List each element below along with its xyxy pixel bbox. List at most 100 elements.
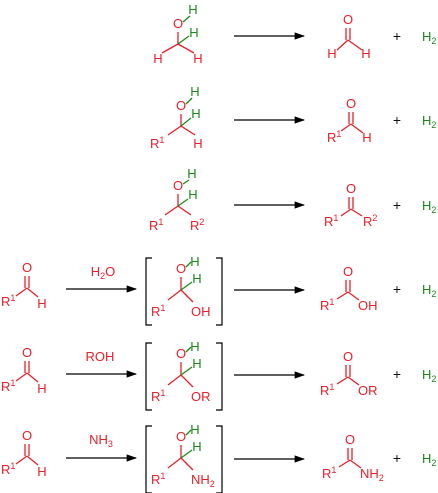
oxygen-label: O (22, 260, 32, 275)
c-n-bond (180, 457, 194, 471)
c-h-bond (350, 123, 364, 134)
c-h-bond (336, 39, 349, 51)
h-label: H (362, 130, 371, 145)
c-r1-bond (164, 205, 179, 216)
plus-sign: + (393, 281, 401, 297)
hydroxyl-h-label: H (187, 166, 196, 181)
c-h-bond (26, 287, 39, 298)
h-label: H (327, 46, 336, 61)
r2-label: R2 (363, 213, 377, 229)
oxygen-label: O (22, 428, 32, 443)
c-r-bond (340, 123, 352, 132)
alpha-c-h-bond (177, 198, 189, 207)
oxygen-label: O (343, 264, 353, 279)
c-r-bond (15, 287, 28, 297)
reagent-ammonia: NH3 (89, 432, 113, 449)
c-r-bond (167, 289, 182, 301)
nh2-label: NH2 (191, 472, 215, 489)
hemiacetal-intermediate: O H H R1 OR (145, 339, 223, 411)
row-4-aldehyde-to-carboxylic-acid: O R1 H H2O O H H R1 OH O (1, 254, 436, 326)
aldehyde-structure: O R1 H (327, 96, 372, 145)
c-oh-bond (347, 291, 360, 301)
h-label: H (37, 464, 46, 479)
aldehyde-reactant: O R1 H (1, 345, 47, 396)
alpha-c-h-bond (180, 117, 192, 127)
h-label: H (37, 296, 46, 311)
oxygen-label: O (346, 181, 356, 196)
or-label: OR (358, 383, 378, 398)
oh-label: OH (191, 304, 211, 319)
o-h-bond (185, 261, 192, 268)
plus-sign: + (393, 366, 401, 382)
aldehyde-reactant: O R1 H (1, 428, 47, 479)
hydroxyl-h-label: H (190, 84, 199, 99)
r1-label: R1 (327, 129, 341, 145)
oxygen-label: O (343, 349, 353, 364)
c-r-bond (167, 457, 182, 469)
h-label: H (153, 51, 162, 66)
o-h-bond (182, 15, 191, 23)
methanol-structure: O H H H H (153, 2, 202, 66)
plus-sign: + (393, 450, 401, 466)
left-bracket (145, 425, 152, 493)
alpha-c-h-bond (177, 35, 190, 45)
alpha-h-label: H (189, 25, 198, 40)
r1-label: R1 (149, 217, 163, 233)
reagent-water: H2O (91, 264, 116, 281)
c-h-bond (177, 43, 195, 54)
h-label: H (37, 381, 46, 396)
c-or-bond (347, 376, 360, 386)
h-label: H (361, 46, 370, 61)
oxygen-label: O (343, 12, 353, 27)
c-r-bond (336, 291, 349, 300)
row-2-primary-alcohol-dehydrogenation: O H H R1 H O R1 H + H2 (150, 84, 436, 151)
oxygen-label: O (176, 261, 186, 276)
r1-label: R1 (320, 297, 334, 313)
c-oh-bond (180, 289, 194, 303)
c-or-bond (180, 374, 194, 388)
hydrogen-gas: H2 (422, 367, 436, 384)
or-label: OR (191, 389, 211, 404)
c-r-bond (15, 372, 28, 382)
oh-label: OH (358, 298, 378, 313)
r1-label: R1 (320, 382, 334, 398)
c-h-bond (180, 125, 196, 136)
oxygen-label: O (173, 16, 183, 31)
alpha-h-label: H (191, 106, 200, 121)
amide-structure: O R1 NH2 (322, 432, 384, 483)
oxygen-label: O (346, 96, 356, 111)
hydrogen-gas: H2 (422, 113, 436, 130)
c-h-bond (347, 39, 363, 51)
c-r1-bond (340, 208, 352, 217)
r1-label: R1 (1, 378, 15, 394)
c-r2-bond (177, 205, 192, 216)
hydroxyl-h-label: H (188, 2, 197, 17)
row-1-methanol-dehydrogenation: O H H H H O H H + H2 (153, 2, 436, 66)
carboxylic-acid-structure: O R1 OH (320, 264, 378, 313)
h-label: H (193, 136, 202, 151)
c-h-bond (26, 372, 39, 383)
hydrogen-gas: H2 (422, 282, 436, 299)
oxygen-label: O (176, 429, 186, 444)
formaldehyde-structure: O H H (327, 12, 370, 61)
ketone-structure: O R1 R2 (324, 181, 377, 229)
alpha-c-h-bond (180, 449, 193, 459)
c-r-bond (336, 376, 349, 385)
left-bracket (145, 257, 152, 326)
hydroxyl-h-label: H (190, 339, 199, 354)
row-3-secondary-alcohol-dehydrogenation: O H H R1 R2 O R1 R2 + H2 (149, 166, 436, 233)
oxygen-label: O (176, 98, 186, 113)
oxygen-label: O (176, 346, 186, 361)
r1-label: R1 (1, 461, 15, 477)
alpha-h-label: H (192, 271, 201, 286)
secondary-alcohol-structure: O H H R1 R2 (149, 166, 204, 233)
alpha-h-label: H (192, 439, 201, 454)
oxygen-label: O (173, 178, 183, 193)
o-h-bond (185, 97, 193, 105)
c-r-bond (167, 374, 182, 386)
primary-alcohol-structure: O H H R1 H (150, 84, 203, 151)
c-r-bond (15, 455, 28, 465)
r1-label: R1 (151, 388, 165, 404)
c-r-bond (338, 459, 351, 468)
hydroxyl-h-label: H (190, 422, 199, 437)
